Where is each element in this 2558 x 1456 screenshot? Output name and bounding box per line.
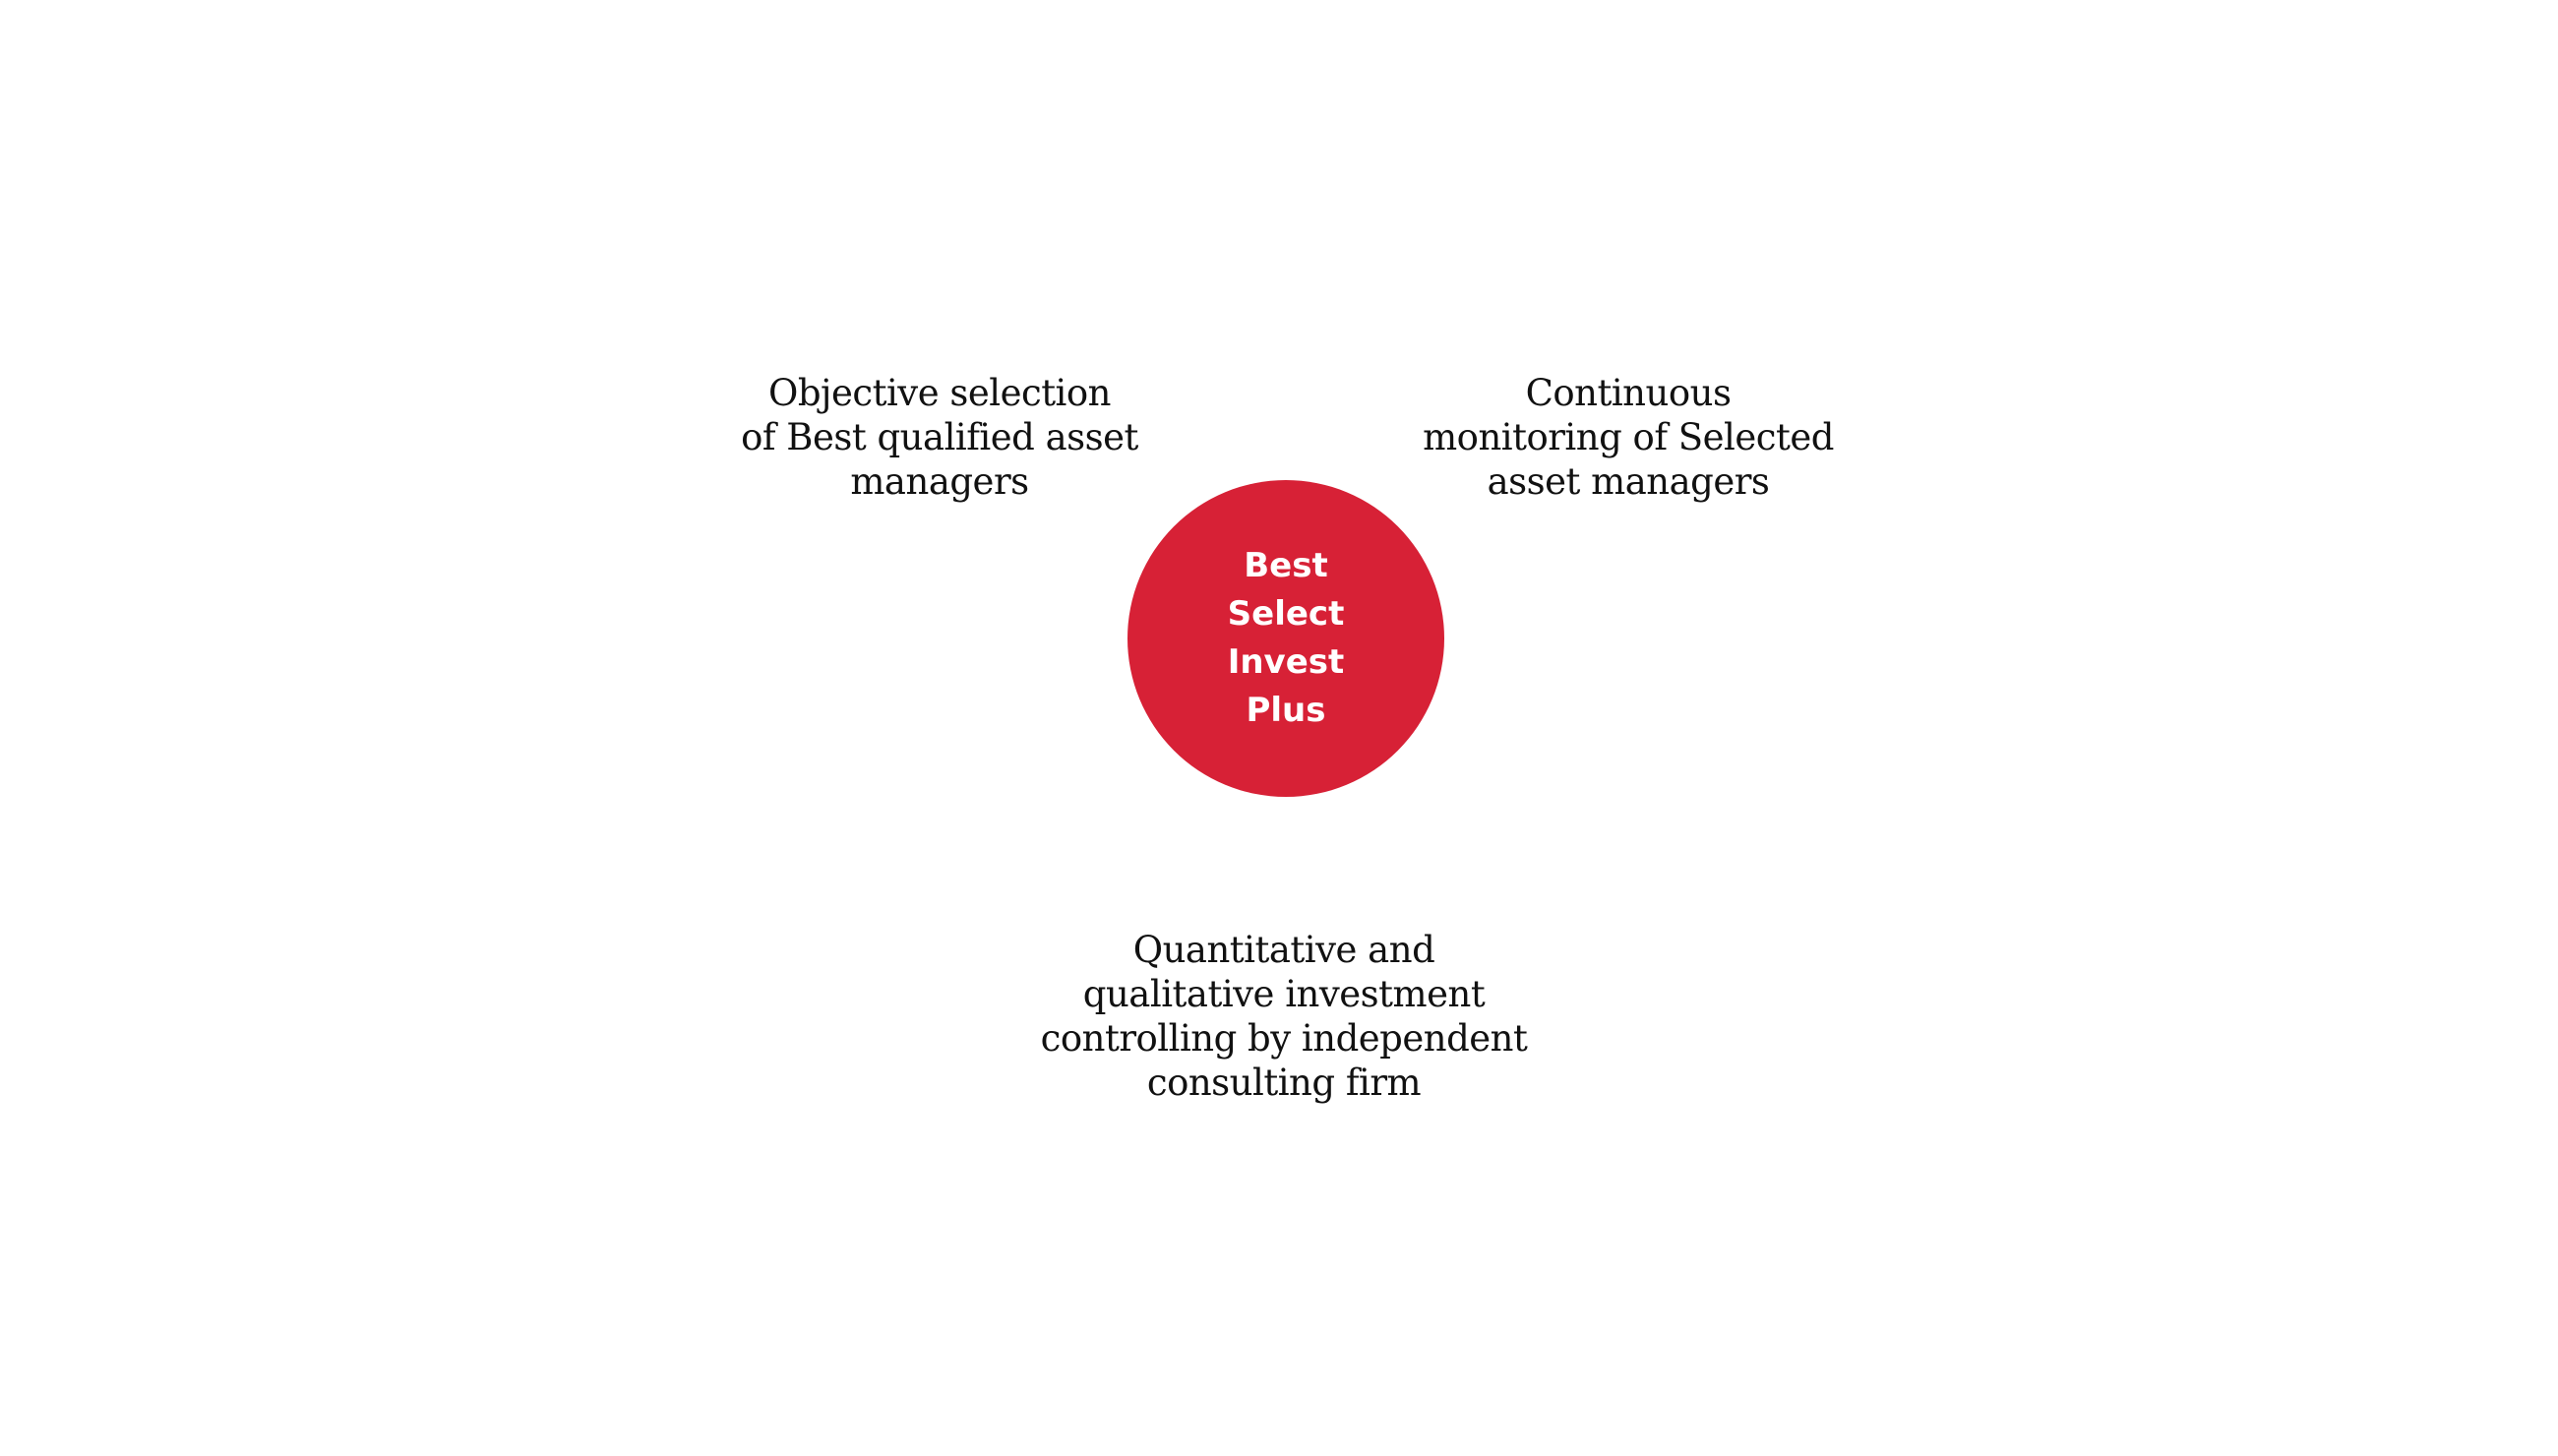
caption-line: Objective selection bbox=[767, 372, 1112, 414]
caption-objective-selection: Objective selection of Best qualified as… bbox=[718, 371, 1161, 504]
hub-circle: Best Select Invest Plus bbox=[1127, 480, 1444, 797]
caption-line: managers bbox=[850, 460, 1029, 503]
caption-line: of Best qualified asset bbox=[741, 416, 1138, 458]
hub-label-line: Best bbox=[1244, 546, 1328, 585]
caption-line: controlling by independent bbox=[1040, 1017, 1528, 1060]
hub-label-line: Invest bbox=[1227, 642, 1345, 682]
caption-investment-controlling: Quantitative and qualitative investment … bbox=[1023, 928, 1545, 1105]
caption-line: Continuous bbox=[1525, 372, 1732, 414]
caption-line: consulting firm bbox=[1146, 1062, 1422, 1104]
caption-line: qualitative investment bbox=[1082, 973, 1486, 1015]
caption-continuous-monitoring: Continuous monitoring of Selected asset … bbox=[1407, 371, 1850, 504]
hub-label-line: Select bbox=[1227, 594, 1345, 634]
caption-line: asset managers bbox=[1487, 460, 1770, 503]
caption-line: monitoring of Selected bbox=[1423, 416, 1834, 458]
caption-line: Quantitative and bbox=[1132, 929, 1435, 971]
hub-label-line: Plus bbox=[1246, 691, 1326, 730]
